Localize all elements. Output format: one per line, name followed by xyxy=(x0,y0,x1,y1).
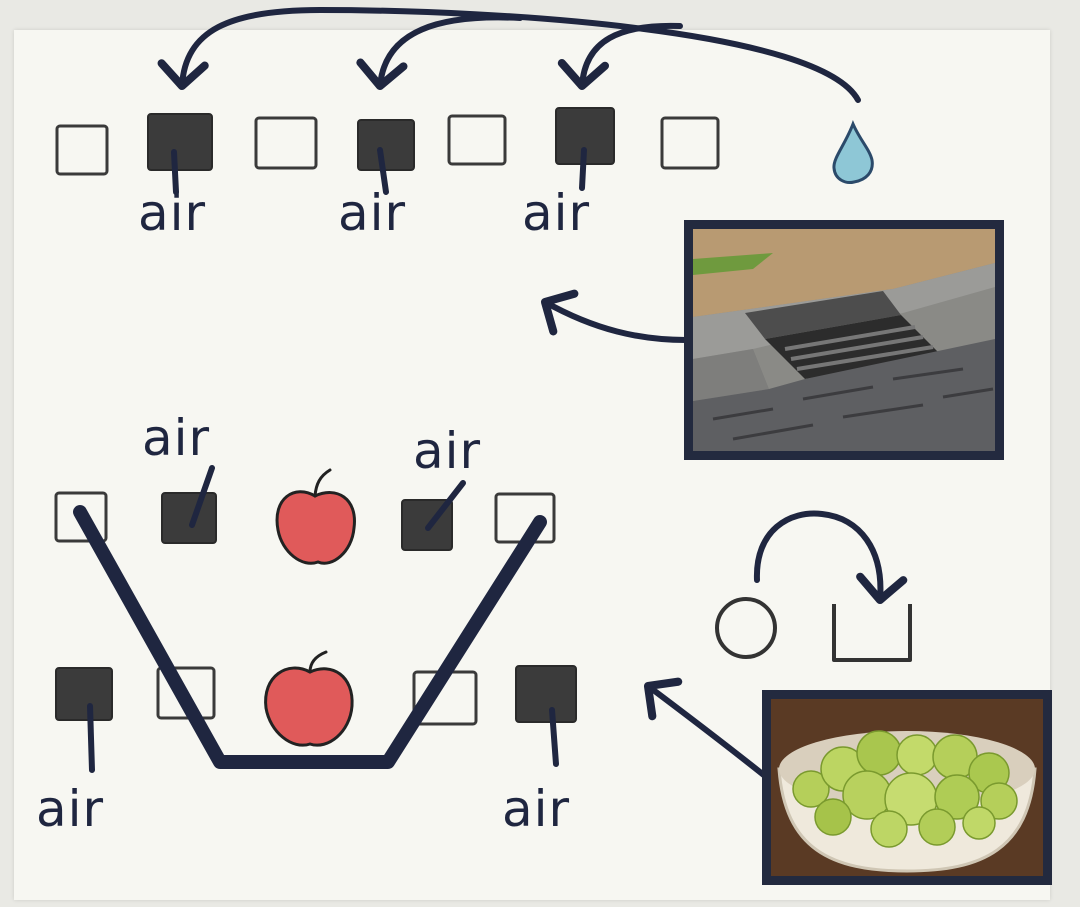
air-label: air xyxy=(36,780,104,838)
air-label: air xyxy=(138,184,206,242)
middle-row xyxy=(54,491,556,551)
circle-to-square-arrow xyxy=(753,510,908,605)
drain-arrow xyxy=(540,289,689,343)
empty-cell xyxy=(54,491,108,543)
top-row xyxy=(55,107,720,176)
empty-cell xyxy=(660,116,720,170)
empty-cell xyxy=(254,116,318,170)
bottom-row xyxy=(55,665,577,726)
air-label: air xyxy=(413,422,481,480)
square-shape xyxy=(832,604,912,662)
air-cell xyxy=(147,113,213,171)
air-cell xyxy=(161,492,217,544)
bowl-shape xyxy=(73,505,547,769)
air-cell xyxy=(55,667,113,721)
top-air-pointers xyxy=(171,147,587,195)
air-cell xyxy=(515,665,577,723)
air-label: air xyxy=(502,780,570,838)
red-apple-icon xyxy=(275,468,356,565)
storm-drain-photo xyxy=(684,220,1004,460)
empty-cell xyxy=(156,666,216,720)
empty-cell xyxy=(55,124,109,176)
water-drop-icon xyxy=(832,120,874,184)
air-label: air xyxy=(522,184,590,242)
red-apple-icon xyxy=(264,650,354,747)
green-apples-bowl-photo xyxy=(762,690,1052,885)
green-apples-illustration xyxy=(771,699,1043,876)
air-cell xyxy=(357,119,415,171)
air-label: air xyxy=(142,409,210,467)
apples-arrow xyxy=(643,677,773,783)
storm-drain-illustration xyxy=(693,229,995,451)
circle-shape xyxy=(715,597,777,659)
top-arrows xyxy=(157,7,861,103)
air-label: air xyxy=(338,184,406,242)
empty-cell xyxy=(447,114,507,166)
